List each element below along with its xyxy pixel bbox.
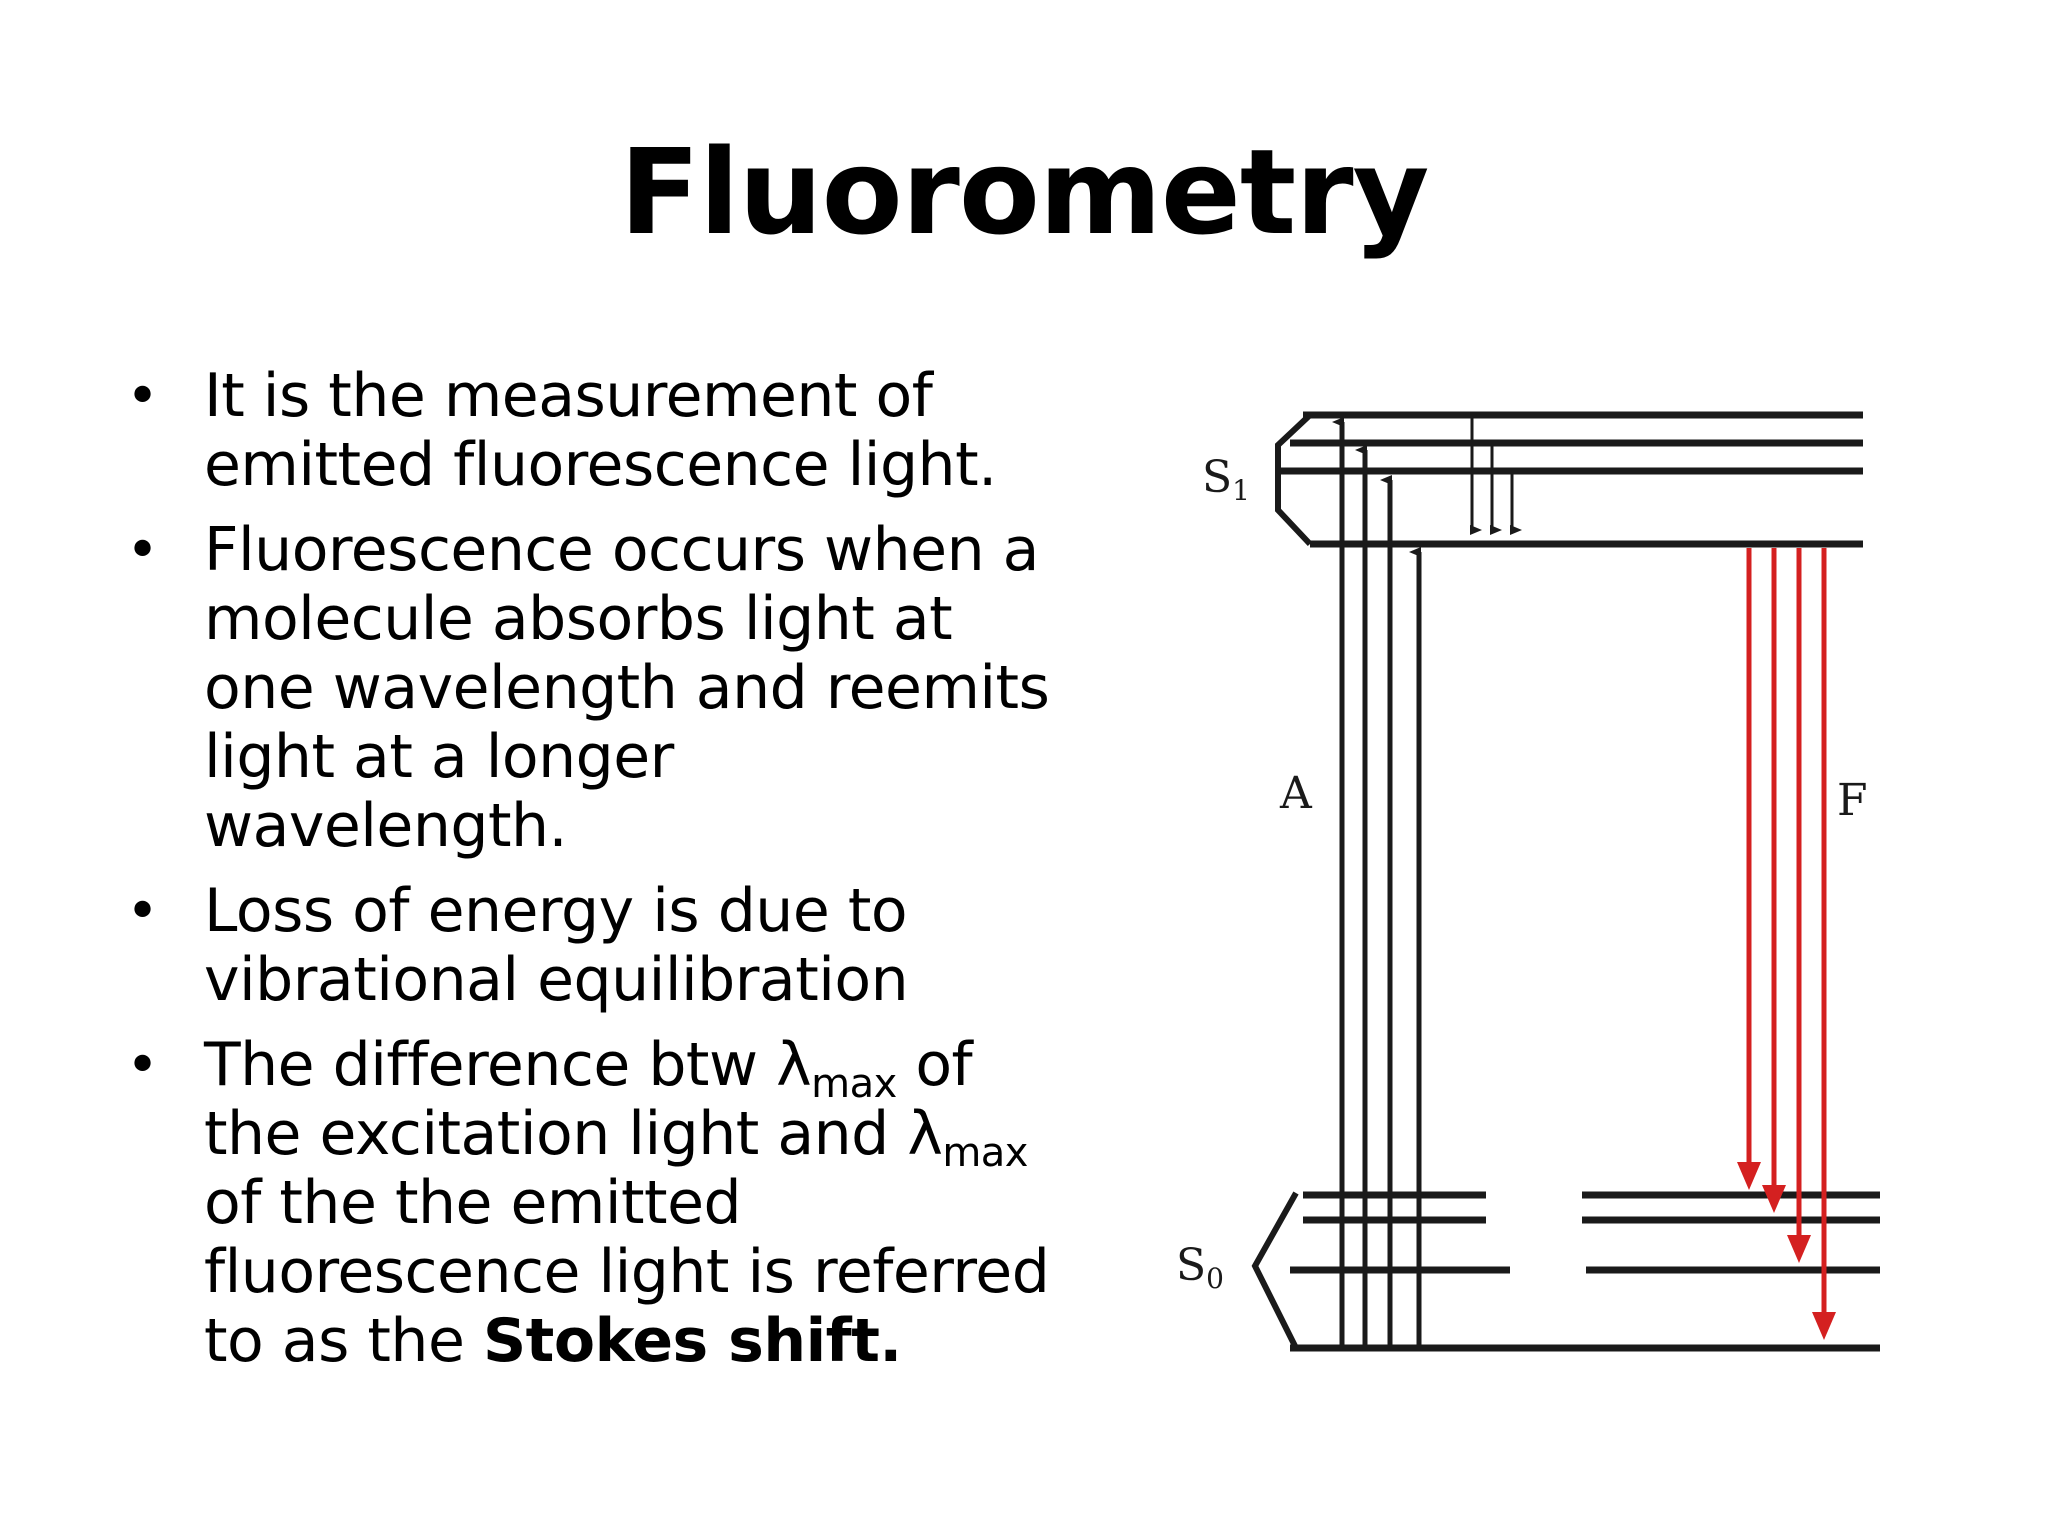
- lambda-subscript: max: [942, 1130, 1028, 1176]
- s1-label: S1: [1202, 452, 1250, 507]
- absorption-arrows: [1332, 417, 1422, 1350]
- s1-levels: [1277, 411, 1863, 548]
- bullet-text-segment: Loss of energy is due to vibrational equ…: [204, 876, 909, 1015]
- bullet-marker: •: [126, 364, 159, 429]
- s0-label: S0: [1176, 1240, 1224, 1295]
- bullet-text-segment: The difference btw λ: [204, 1030, 812, 1100]
- bullet-marker: •: [126, 879, 159, 944]
- fluorescence-arrowhead-1: [1737, 1162, 1761, 1190]
- bullet-text: Fluorescence occurs when a molecule abso…: [204, 515, 1050, 861]
- bullet-text-segment: Fluorescence occurs when a molecule abso…: [204, 515, 1050, 861]
- fluorescence-arrows: [1737, 548, 1836, 1340]
- bullet-text-segment: λ: [907, 1099, 943, 1169]
- bullet-text: The difference btw λmax of the excitatio…: [204, 1030, 1050, 1376]
- lambda-subscript: max: [811, 1061, 897, 1107]
- relaxation-arrows: [1470, 415, 1522, 535]
- s1-bracket: [1275, 412, 1313, 547]
- fluorescence-label: F: [1837, 775, 1868, 826]
- fluorescence-arrowhead-4: [1812, 1312, 1836, 1340]
- bullet-text-segment: of the excitation light and: [204, 1030, 973, 1169]
- bullet-text: Loss of energy is due to vibrational equ…: [204, 876, 909, 1015]
- bullet-item-1: • It is the measurement of emitted fluor…: [124, 362, 1054, 500]
- bullet-marker: •: [126, 518, 159, 583]
- s0-levels: [1290, 1191, 1880, 1352]
- absorption-label: A: [1279, 768, 1313, 819]
- fluorescence-arrowhead-3: [1787, 1235, 1811, 1263]
- s0-bracket: [1251, 1191, 1299, 1350]
- bullet-item-3: • Loss of energy is due to vibrational e…: [124, 877, 1054, 1015]
- bullet-text-segment: of the the emitted fluorescence light is…: [204, 1168, 1050, 1376]
- slide-title: Fluorometry: [619, 123, 1430, 261]
- jablonski-diagram: S1 S0 A F: [1176, 411, 1880, 1352]
- bullet-item-4: • The difference btw λmax of the excitat…: [124, 1031, 1054, 1376]
- bullet-text: It is the measurement of emitted fluores…: [204, 361, 997, 500]
- bullet-item-2: • Fluorescence occurs when a molecule ab…: [124, 516, 1054, 861]
- stokes-shift-term: Stokes shift.: [482, 1306, 902, 1376]
- bullet-text-segment: It is the measurement of emitted fluores…: [204, 361, 997, 500]
- bullet-list: • It is the measurement of emitted fluor…: [124, 362, 1054, 1392]
- bullet-marker: •: [126, 1033, 159, 1098]
- fluorescence-arrowhead-2: [1762, 1185, 1786, 1213]
